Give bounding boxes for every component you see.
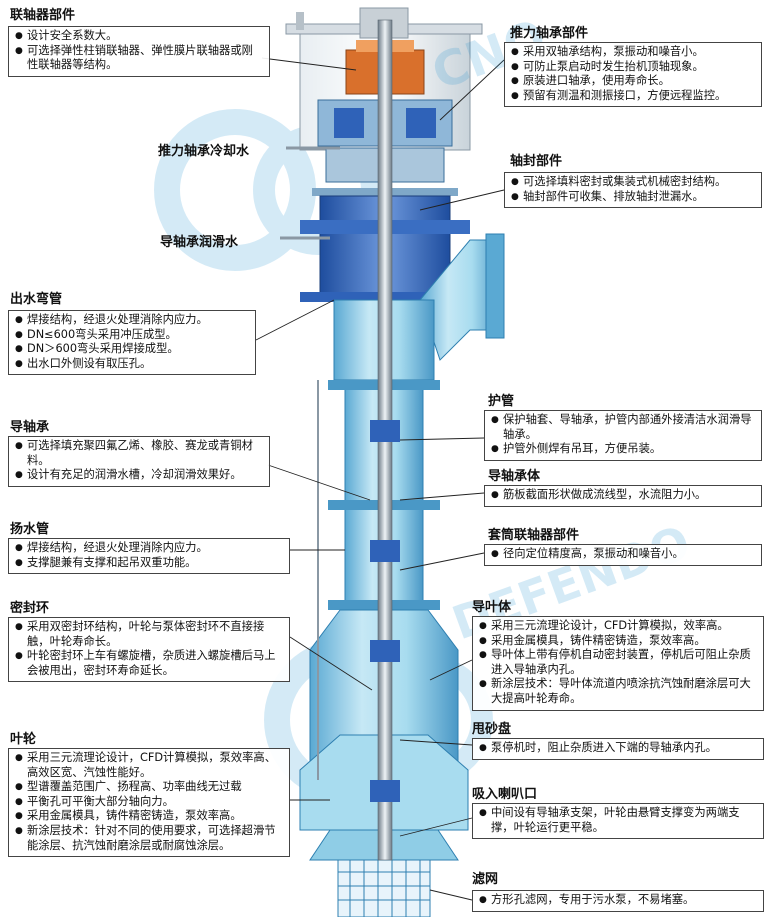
thrust-item: 可防止泵启动时发生抬机顶轴现象。 — [511, 60, 755, 75]
guide-bearing-title: 导轴承 — [10, 420, 50, 435]
diffuser-box: 采用三元流理论设计，CFD计算模拟，效率高。 采用金属模具，铸件精密铸造，泵效率… — [472, 616, 764, 711]
sand-disc-item: 泵停机时，阻止杂质进入下端的导轴承内孔。 — [479, 741, 757, 756]
outlet-elbow-item: DN＞600弯头采用焊接成型。 — [15, 342, 249, 357]
strainer-title: 滤网 — [472, 872, 499, 887]
protect-tube-box: 保护轴套、导轴承，护管内部通外接清洁水润滑导轴承。 护管外侧焊有吊耳，方便吊装。 — [484, 410, 762, 461]
diffuser-item: 采用金属模具，铸件精密铸造，泵效率高。 — [479, 634, 757, 649]
bearing-body-title: 导轴承体 — [488, 469, 541, 484]
sand-disc-title: 甩砂盘 — [472, 722, 512, 737]
diffuser-item: 采用三元流理论设计，CFD计算模拟，效率高。 — [479, 619, 757, 634]
seal-ring-title: 密封环 — [10, 601, 50, 616]
suction-bell-box: 中间设有导轴承支架，叶轮由悬臂支撑变为两端支撑，叶轮运行更平稳。 — [472, 803, 764, 840]
impeller-item: 采用三元流理论设计，CFD计算模拟，泵效率高、高效区宽、汽蚀性能好。 — [15, 751, 283, 780]
guide-bearing-item: 设计有充足的润滑水槽，冷却润滑效果好。 — [15, 468, 263, 483]
coupling-box: 设计安全系数大。 可选择弹性柱销联轴器、弹性膜片联轴器或刚性联轴器等结构。 — [8, 26, 270, 77]
thrust-box: 采用双轴承结构，泵振动和噪音小。 可防止泵启动时发生抬机顶轴现象。 原装进口轴承… — [504, 42, 762, 108]
thrust-item: 原装进口轴承，使用寿命长。 — [511, 74, 755, 89]
suction-bell-title: 吸入喇叭口 — [472, 787, 538, 802]
outlet-elbow-box: 焊接结构，经退火处理消除内应力。 DN≤600弯头采用冲压成型。 DN＞600弯… — [8, 310, 256, 376]
riser-item: 焊接结构，经退火处理消除内应力。 — [15, 541, 283, 556]
sleeve-coupling-box: 径向定位精度高，泵振动和噪音小。 — [484, 544, 762, 566]
thrust-title: 推力轴承部件 — [510, 26, 589, 41]
protect-tube-item: 护管外侧焊有吊耳，方便吊装。 — [491, 442, 755, 457]
guide-bearing-item: 可选择填充聚四氟乙烯、橡胶、赛龙或青铜材料。 — [15, 439, 263, 468]
suction-bell-item: 中间设有导轴承支架，叶轮由悬臂支撑变为两端支撑，叶轮运行更平稳。 — [479, 806, 757, 835]
impeller-title: 叶轮 — [10, 732, 37, 747]
bearing-body-item: 筋板截面形状做成流线型，水流阻力小。 — [491, 488, 755, 503]
coupling-title: 联轴器部件 — [10, 8, 76, 23]
diffuser-item: 导叶体上带有停机自动密封装置，停机后可阻止杂质进入导轴承内孔。 — [479, 648, 757, 677]
sleeve-coupling-item: 径向定位精度高，泵振动和噪音小。 — [491, 547, 755, 562]
coupling-item: 设计安全系数大。 — [15, 29, 263, 44]
riser-item: 支撑腿兼有支撑和起吊双重功能。 — [15, 556, 283, 571]
outlet-elbow-item: 焊接结构，经退火处理消除内应力。 — [15, 313, 249, 328]
impeller-item: 采用金属模具，铸件精密铸造，泵效率高。 — [15, 809, 283, 824]
shaft-seal-title: 轴封部件 — [510, 154, 563, 169]
diffuser-title: 导叶体 — [472, 600, 512, 615]
bearing-body-box: 筋板截面形状做成流线型，水流阻力小。 — [484, 485, 762, 507]
impeller-box: 采用三元流理论设计，CFD计算模拟，泵效率高、高效区宽、汽蚀性能好。 型谱覆盖范… — [8, 748, 290, 858]
diffuser-item: 新涂层技术：导叶体流道内喷涂抗汽蚀耐磨涂层可大大提高叶轮寿命。 — [479, 677, 757, 706]
thrust-cooling-label: 推力轴承冷却水 — [158, 144, 250, 159]
impeller-item: 新涂层技术：针对不同的使用要求，可选择超滑节能涂层、抗汽蚀耐磨涂层或耐腐蚀涂层。 — [15, 824, 283, 853]
leader-lines — [255, 57, 505, 901]
shaft-seal-item: 可选择填料密封或集装式机械密封结构。 — [511, 175, 755, 190]
protect-tube-title: 护管 — [488, 394, 515, 409]
guide-bearing-box: 可选择填充聚四氟乙烯、橡胶、赛龙或青铜材料。 设计有充足的润滑水槽，冷却润滑效果… — [8, 436, 270, 487]
guide-lubrication-label: 导轴承润滑水 — [160, 235, 239, 250]
thrust-item: 采用双轴承结构，泵振动和噪音小。 — [511, 45, 755, 60]
impeller-item: 型谱覆盖范围广、扬程高、功率曲线无过载 — [15, 780, 283, 795]
seal-ring-item: 叶轮密封环上车有螺旋槽，杂质进入螺旋槽后马上会被甩出，密封环寿命延长。 — [15, 649, 283, 678]
outlet-elbow-item: DN≤600弯头采用冲压成型。 — [15, 328, 249, 343]
sleeve-coupling-title: 套筒联轴器部件 — [488, 528, 580, 543]
strainer-item: 方形孔滤网，专用于污水泵，不易堵塞。 — [479, 893, 757, 908]
shaft-seal-box: 可选择填料密封或集装式机械密封结构。 轴封部件可收集、排放轴封泄漏水。 — [504, 172, 762, 209]
coupling-item: 可选择弹性柱销联轴器、弹性膜片联轴器或刚性联轴器等结构。 — [15, 44, 263, 73]
seal-ring-box: 采用双密封环结构，叶轮与泵体密封环不直接接触，叶轮寿命长。 叶轮密封环上车有螺旋… — [8, 617, 290, 683]
strainer-box: 方形孔滤网，专用于污水泵，不易堵塞。 — [472, 890, 764, 912]
sand-disc-box: 泵停机时，阻止杂质进入下端的导轴承内孔。 — [472, 738, 764, 760]
outlet-elbow-title: 出水弯管 — [10, 292, 63, 307]
shaft-seal-item: 轴封部件可收集、排放轴封泄漏水。 — [511, 190, 755, 205]
seal-ring-item: 采用双密封环结构，叶轮与泵体密封环不直接接触，叶轮寿命长。 — [15, 620, 283, 649]
riser-title: 扬水管 — [10, 522, 50, 537]
protect-tube-item: 保护轴套、导轴承，护管内部通外接清洁水润滑导轴承。 — [491, 413, 755, 442]
riser-box: 焊接结构，经退火处理消除内应力。 支撑腿兼有支撑和起吊双重功能。 — [8, 538, 290, 575]
thrust-item: 预留有测温和测振接口，方便远程监控。 — [511, 89, 755, 104]
impeller-item: 平衡孔可平衡大部分轴向力。 — [15, 795, 283, 810]
outlet-elbow-item: 出水口外侧设有取压孔。 — [15, 357, 249, 372]
